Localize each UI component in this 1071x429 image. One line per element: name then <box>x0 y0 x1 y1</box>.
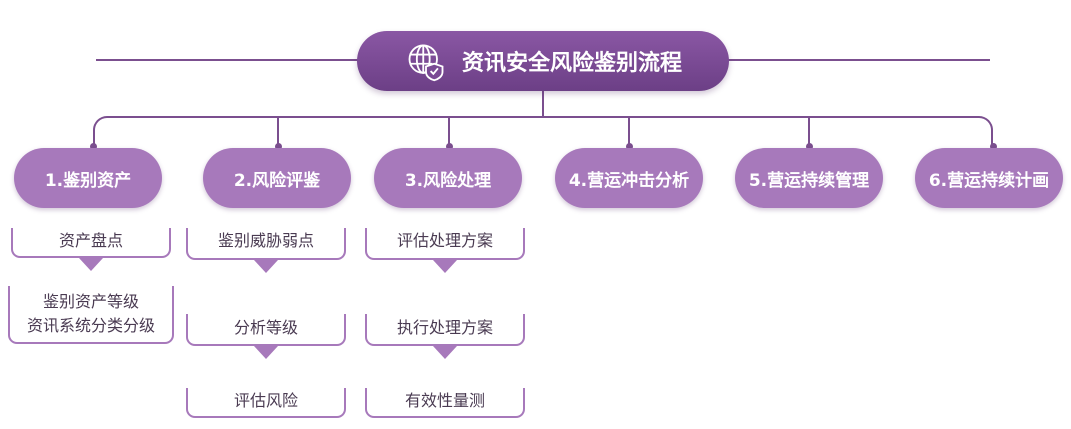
connector-dot-3 <box>446 143 453 150</box>
substep-asset-classification: 鉴别资产等级 资讯系统分类分级 <box>26 292 155 335</box>
substep-execute-treatment: 执行处理方案 <box>396 318 493 337</box>
flow-arrow <box>433 260 457 273</box>
branch-stem-2 <box>277 117 279 147</box>
substep-effectiveness-measurement: 有效性量测 <box>404 391 485 410</box>
flow-arrow <box>433 346 457 359</box>
connector-dot-1 <box>90 143 97 150</box>
substep-bracket <box>11 228 171 258</box>
substep-bracket <box>186 388 346 418</box>
step-business-impact-analysis: 4.营运冲击分析 <box>555 148 703 208</box>
substep-bracket <box>365 388 525 418</box>
center-vertical-connector <box>542 90 544 117</box>
step-identify-assets: 1.鉴别资产 <box>14 148 162 208</box>
branch-stem-5 <box>808 117 810 147</box>
flow-arrow <box>254 346 278 359</box>
connector-dot-5 <box>806 143 813 150</box>
step-risk-treatment: 3.风险处理 <box>374 148 522 208</box>
connector-dot-6 <box>990 143 997 150</box>
branch-stem-4 <box>628 117 630 147</box>
substep-asset-inventory: 资产盘点 <box>58 231 123 250</box>
connector-dot-2 <box>275 143 282 150</box>
substep-bracket <box>365 228 525 260</box>
substep-bracket <box>186 228 346 260</box>
substep-analyze-level: 分析等级 <box>233 318 298 337</box>
process-title: 资讯安全风险鉴别流程 <box>461 51 682 76</box>
flow-arrow <box>79 258 103 271</box>
flow-arrow <box>254 260 278 273</box>
process-title-box: 资讯安全风险鉴别流程 <box>357 31 729 91</box>
branch-stem-3 <box>448 117 450 147</box>
connector-dot-4 <box>626 143 633 150</box>
substep-evaluate-risk: 评估风险 <box>233 391 298 410</box>
globe-shield-icon <box>408 44 444 82</box>
step-risk-assessment: 2.风险评鉴 <box>203 148 351 208</box>
substep-evaluate-treatment: 评估处理方案 <box>396 231 493 250</box>
step-business-continuity-plan: 6.营运持续计画 <box>915 148 1063 208</box>
substep-bracket <box>186 314 346 346</box>
branch-connector <box>93 116 993 146</box>
substep-identify-threats: 鉴别威胁弱点 <box>217 231 314 250</box>
step-business-continuity-management: 5.营运持续管理 <box>735 148 883 208</box>
substep-bracket <box>8 286 174 344</box>
substep-bracket <box>365 314 525 346</box>
